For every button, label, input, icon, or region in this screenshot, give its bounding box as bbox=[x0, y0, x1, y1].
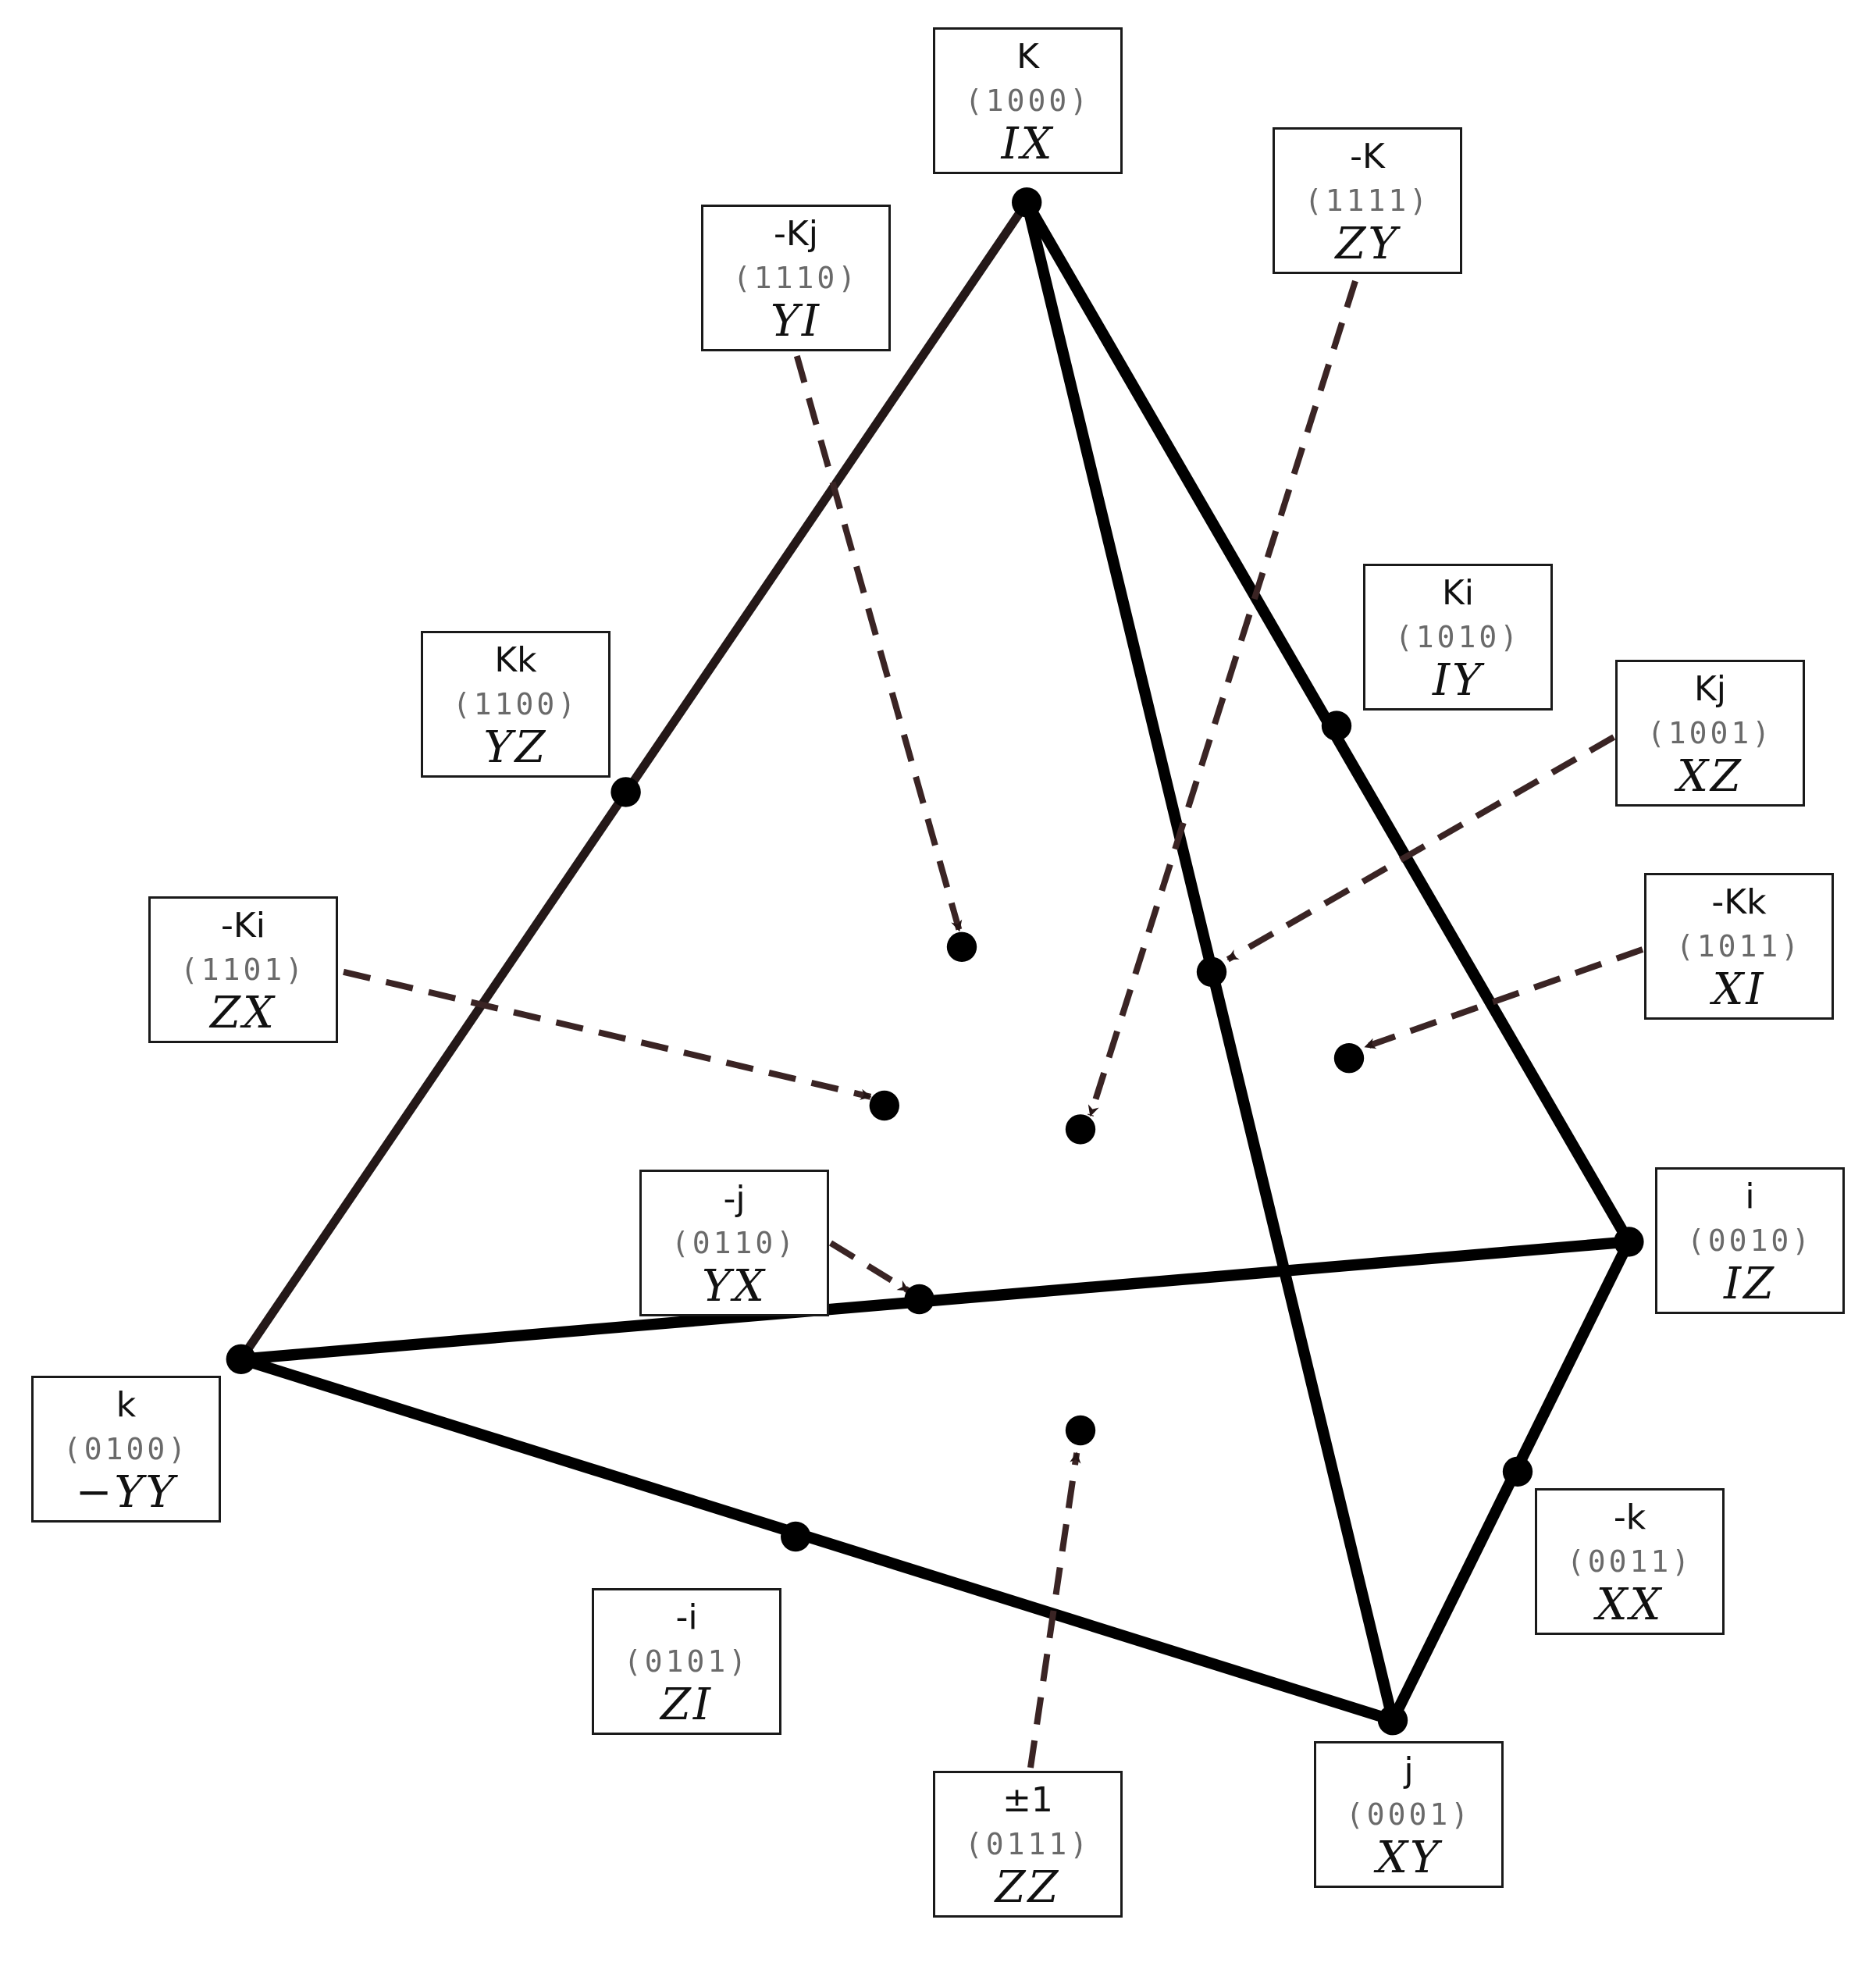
arrow-mK bbox=[1087, 280, 1358, 1117]
dot-mKj bbox=[946, 931, 977, 962]
node-name: -Kj bbox=[774, 214, 818, 254]
arrow-mj bbox=[828, 1240, 910, 1294]
edge-k-i bbox=[235, 1236, 1635, 1366]
node-neg-k: -k (0011) XX bbox=[1535, 1488, 1725, 1635]
node-j: j (0001) XY bbox=[1314, 1741, 1504, 1888]
node-name: ±1 bbox=[1002, 1780, 1053, 1820]
arrow-pm1 bbox=[1027, 1451, 1081, 1768]
node-name: Kk bbox=[494, 640, 537, 680]
node-neg-Kk: -Kk (1011) XI bbox=[1644, 873, 1834, 1020]
node-Ki: Ki (1010) IY bbox=[1363, 564, 1553, 711]
dot-Ki bbox=[1321, 711, 1352, 741]
dot-i bbox=[1614, 1227, 1644, 1257]
node-bits: (0001) bbox=[1345, 1797, 1472, 1832]
node-name: -i bbox=[675, 1597, 698, 1637]
node-name: -k bbox=[1613, 1498, 1646, 1537]
arrow-mKj bbox=[793, 354, 963, 932]
node-Kj: Kj (1001) XZ bbox=[1615, 660, 1805, 807]
node-k: k (0100) −YY bbox=[31, 1376, 221, 1523]
node-plus-minus-1: ±1 (0111) ZZ bbox=[933, 1771, 1123, 1918]
node-bits: (1100) bbox=[452, 687, 579, 721]
node-name: -K bbox=[1350, 137, 1385, 176]
dot-mk bbox=[1502, 1456, 1533, 1487]
node-pauli: YZ bbox=[483, 722, 548, 773]
node-bits: (1101) bbox=[180, 953, 307, 987]
node-pauli: IZ bbox=[1723, 1259, 1777, 1309]
node-pauli: ZY bbox=[1335, 219, 1400, 269]
node-bits: (1001) bbox=[1646, 716, 1774, 750]
arrow-mKk bbox=[1364, 946, 1644, 1050]
node-pauli: IY bbox=[1432, 655, 1484, 706]
node-pauli: XY bbox=[1376, 1832, 1441, 1883]
dot-mK bbox=[1065, 1114, 1096, 1145]
node-bits: (0011) bbox=[1566, 1544, 1693, 1579]
node-pauli: XI bbox=[1712, 964, 1766, 1015]
node-pauli: −YY bbox=[75, 1467, 177, 1518]
node-bits: (1010) bbox=[1394, 620, 1522, 654]
node-Kk: Kk (1100) YZ bbox=[421, 631, 611, 778]
node-bits: (0101) bbox=[623, 1644, 750, 1679]
dot-Kk bbox=[611, 777, 641, 807]
dot-mKi bbox=[869, 1090, 899, 1121]
dot-j bbox=[1377, 1705, 1408, 1736]
dot-K bbox=[1012, 187, 1042, 218]
node-name: k bbox=[116, 1385, 137, 1425]
node-i: i (0010) IZ bbox=[1655, 1167, 1845, 1314]
node-name: K bbox=[1016, 37, 1039, 77]
arrow-mKi bbox=[343, 968, 872, 1100]
dot-k bbox=[226, 1344, 256, 1374]
node-name: j bbox=[1404, 1751, 1414, 1790]
node-pauli: ZX bbox=[210, 988, 276, 1038]
node-pauli: IX bbox=[1001, 119, 1055, 169]
edge-k-j bbox=[235, 1353, 1399, 1726]
dot-pm1 bbox=[1065, 1415, 1096, 1446]
node-pauli: YI bbox=[770, 296, 822, 347]
node-name: -Kk bbox=[1711, 882, 1767, 922]
dot-mj bbox=[904, 1284, 934, 1315]
arrow-Kj bbox=[1226, 734, 1616, 963]
node-bits: (0110) bbox=[671, 1226, 798, 1260]
node-neg-K: -K (1111) ZY bbox=[1273, 127, 1462, 274]
dot-Kj bbox=[1196, 956, 1227, 987]
node-name: i bbox=[1745, 1177, 1755, 1216]
node-bits: (0111) bbox=[964, 1827, 1091, 1861]
node-neg-j: -j (0110) YX bbox=[639, 1170, 829, 1316]
node-K: K (1000) IX bbox=[933, 27, 1123, 174]
node-neg-Ki: -Ki (1101) ZX bbox=[148, 896, 338, 1043]
node-name: Ki bbox=[1441, 573, 1475, 613]
node-pauli: ZI bbox=[660, 1679, 714, 1730]
node-name: -Ki bbox=[221, 906, 265, 946]
dot-mi bbox=[781, 1521, 811, 1552]
node-bits: (0100) bbox=[62, 1432, 190, 1466]
node-bits: (1000) bbox=[964, 84, 1091, 118]
dot-mKk bbox=[1333, 1043, 1365, 1074]
node-pauli: ZZ bbox=[995, 1862, 1061, 1913]
node-bits: (0010) bbox=[1686, 1223, 1814, 1258]
node-name: Kj bbox=[1693, 669, 1727, 709]
node-bits: (1111) bbox=[1304, 183, 1431, 218]
node-bits: (1011) bbox=[1675, 929, 1803, 963]
node-name: -j bbox=[723, 1179, 746, 1219]
node-pauli: YX bbox=[702, 1261, 767, 1312]
node-neg-Kj: -Kj (1110) YI bbox=[701, 205, 891, 351]
node-bits: (1110) bbox=[732, 261, 860, 295]
node-pauli: XZ bbox=[1677, 751, 1743, 802]
node-pauli: XX bbox=[1596, 1580, 1664, 1630]
node-neg-i: -i (0101) ZI bbox=[592, 1588, 781, 1735]
